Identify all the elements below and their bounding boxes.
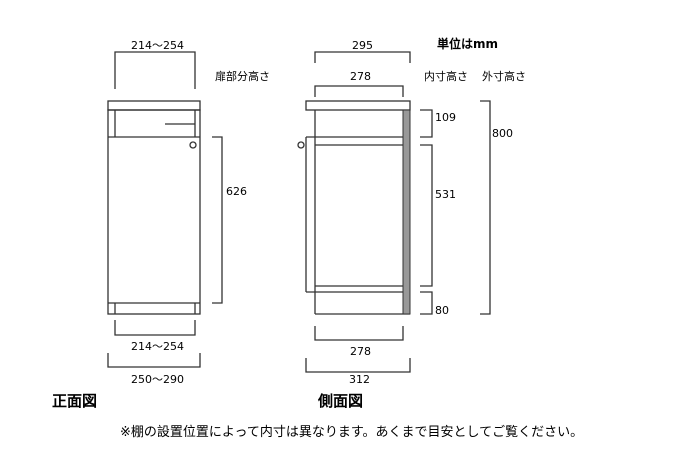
front-view-cabinet xyxy=(107,100,201,315)
outer-height-value: 800 xyxy=(492,127,513,140)
knob-icon xyxy=(297,141,305,149)
side-view-cabinet xyxy=(297,100,411,315)
inner-height-top: 109 xyxy=(435,111,456,124)
door-height-label: 扉部分高さ xyxy=(215,70,270,83)
inner-height-bottom: 80 xyxy=(435,304,449,317)
unit-label: 単位はmm xyxy=(437,37,499,51)
front-top-width: 214～254 xyxy=(131,39,184,52)
side-inner-depth-top: 278 xyxy=(350,70,371,83)
front-inner-width: 214～254 xyxy=(131,340,184,353)
side-view-title: 側面図 xyxy=(318,392,364,410)
inner-height-label: 内寸高さ xyxy=(424,70,468,83)
inner-height-middle: 531 xyxy=(435,188,456,201)
door-height-value: 626 xyxy=(226,185,247,198)
outer-height-label: 外寸高さ xyxy=(482,70,526,83)
side-inner-depth-bottom: 278 xyxy=(350,345,371,358)
side-dimension-brackets xyxy=(305,51,491,373)
back-panel xyxy=(402,109,411,315)
knob-icon xyxy=(189,141,197,149)
side-top-depth: 295 xyxy=(352,39,373,52)
front-dimension-brackets xyxy=(107,51,223,368)
side-outer-depth: 312 xyxy=(349,373,370,386)
footnote: ※棚の設置位置によって内寸は異なります。あくまで目安としてご覧ください。 xyxy=(120,425,584,440)
front-outer-width: 250～290 xyxy=(131,373,184,386)
front-view-title: 正面図 xyxy=(52,392,98,410)
